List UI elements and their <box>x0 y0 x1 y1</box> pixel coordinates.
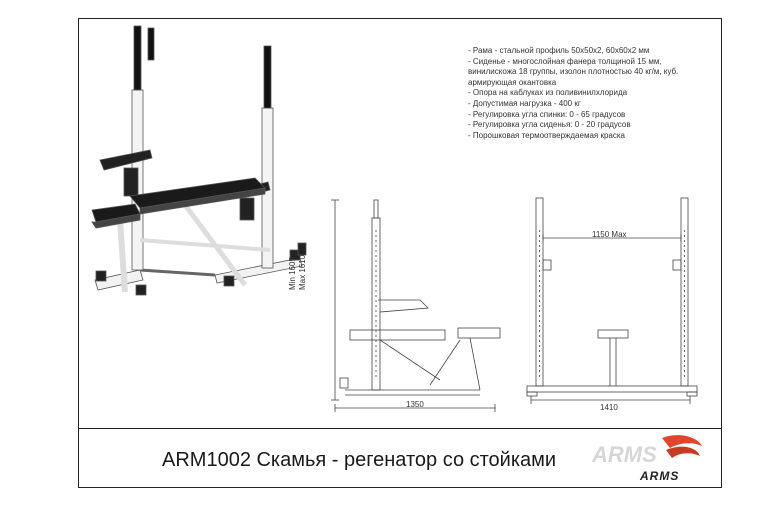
drawing-sheet <box>78 18 722 488</box>
spec-line: - Рама - стальной профиль 50х50х2, 60х60… <box>468 46 650 55</box>
spec-line: винилискожа 18 группы, изолон плотностью… <box>468 67 679 77</box>
spec-line: армирующая окантовка <box>468 77 557 87</box>
dimension-width-inner: 1150 Max <box>592 230 627 239</box>
specifications-list: - Рама - стальной профиль 50х50х2, 60х60… <box>468 46 718 141</box>
svg-text:ARMS: ARMS <box>591 442 657 467</box>
spec-line: - Сиденье - многослойная фанера толщиной… <box>468 56 662 66</box>
spec-line: - Регулировка угла спинки: 0 - 65 градус… <box>468 109 626 119</box>
spec-line: - Опора на каблуках из поливинилхлорида <box>468 88 628 98</box>
dimension-length: 1350 <box>406 400 424 409</box>
spec-line: - Регулировка угла сиденья: 0 - 20 граду… <box>468 120 631 130</box>
bench-front-view <box>526 197 698 404</box>
bench-3d-render <box>91 25 307 296</box>
dimension-width-total: 1410 <box>600 403 618 412</box>
bench-side-view <box>331 199 501 412</box>
dimension-height-min: Min 1605 <box>288 257 297 290</box>
title-divider <box>78 428 722 429</box>
product-title: ARM1002 Скамья - регенатор со стойками <box>162 449 557 471</box>
spec-line: - Допустимая нагрузка - 400 кг <box>468 98 581 108</box>
spec-line: - Порошковая термоотверждаемая краска <box>468 130 625 140</box>
arms-logo-icon: ARMS <box>591 435 702 467</box>
arms-logo-text: ARMS <box>640 469 680 483</box>
dimension-height-max: Max 1610 <box>298 254 307 290</box>
